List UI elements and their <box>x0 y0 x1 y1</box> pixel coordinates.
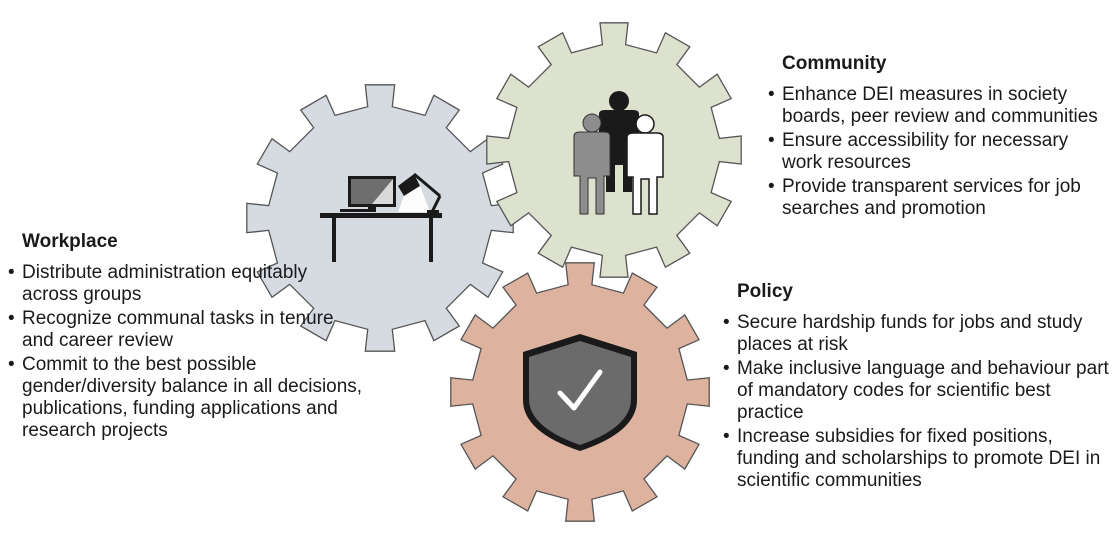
list-item: Distribute administration equitably acro… <box>8 262 368 306</box>
policy-title: Policy <box>737 281 793 302</box>
list-item: Recognize communal tasks in tenure and c… <box>8 308 368 352</box>
group-of-people-icon <box>573 91 664 215</box>
list-item: Make inclusive language and behaviour pa… <box>723 358 1113 424</box>
workplace-list: Distribute administration equitably acro… <box>8 262 368 442</box>
desk-computer-lamp-icon <box>320 172 442 262</box>
workplace-panel: Workplace Distribute administration equi… <box>8 230 368 444</box>
community-title: Community <box>782 53 887 74</box>
policy-list: Secure hardship funds for jobs and study… <box>723 312 1113 492</box>
list-item: Increase subsidies for fixed positions, … <box>723 426 1113 492</box>
community-list: Enhance DEI measures in society boards, … <box>768 84 1113 220</box>
list-item: Provide transparent services for job sea… <box>768 176 1113 220</box>
policy-panel: Policy Secure hardship funds for jobs an… <box>723 280 1113 494</box>
community-panel: Community Enhance DEI measures in societ… <box>768 52 1113 222</box>
list-item: Secure hardship funds for jobs and study… <box>723 312 1113 356</box>
list-item: Enhance DEI measures in society boards, … <box>768 84 1113 128</box>
shield-check-icon <box>523 334 637 451</box>
list-item: Ensure accessibility for necessary work … <box>768 130 1113 174</box>
workplace-title: Workplace <box>22 231 118 252</box>
list-item: Commit to the best possible gender/diver… <box>8 354 368 442</box>
